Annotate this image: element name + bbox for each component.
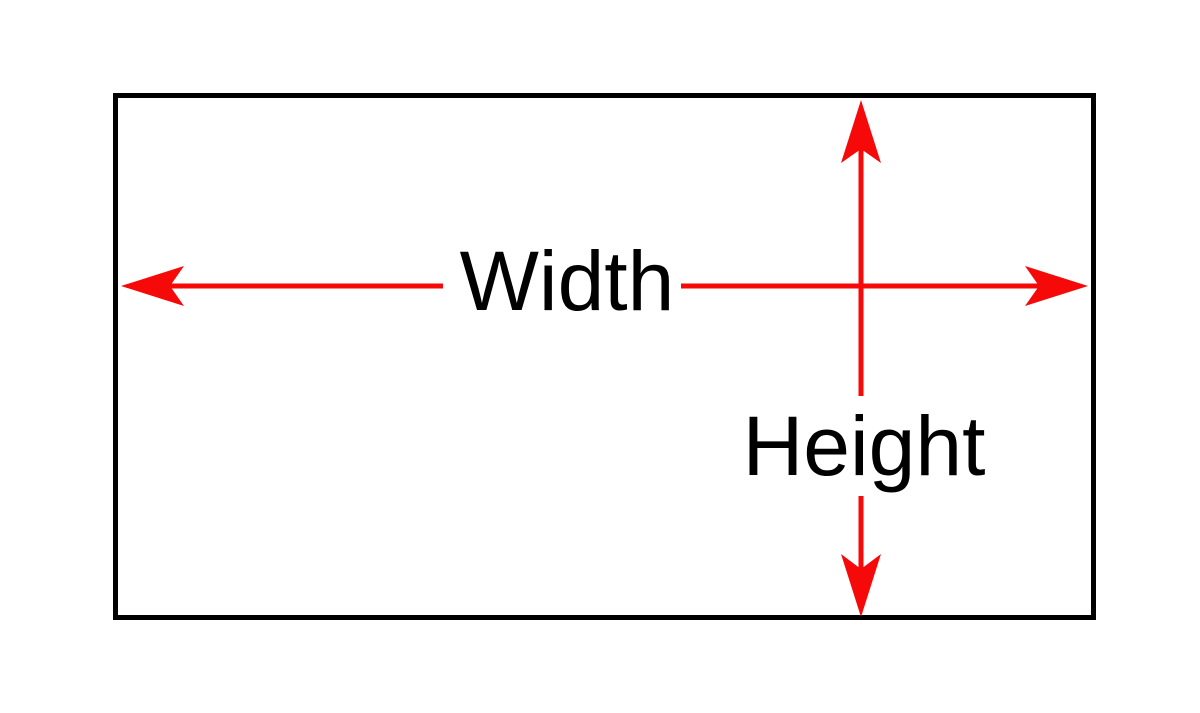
width-arrowhead-left xyxy=(121,266,184,306)
width-label: Width xyxy=(460,234,675,328)
height-arrow xyxy=(841,100,881,617)
height-arrowhead-bottom xyxy=(841,554,881,617)
width-arrow xyxy=(121,266,1088,306)
outer-rectangle xyxy=(113,93,1096,620)
height-label: Height xyxy=(743,399,986,493)
height-arrowhead-top xyxy=(841,100,881,163)
width-arrowhead-right xyxy=(1025,266,1088,306)
